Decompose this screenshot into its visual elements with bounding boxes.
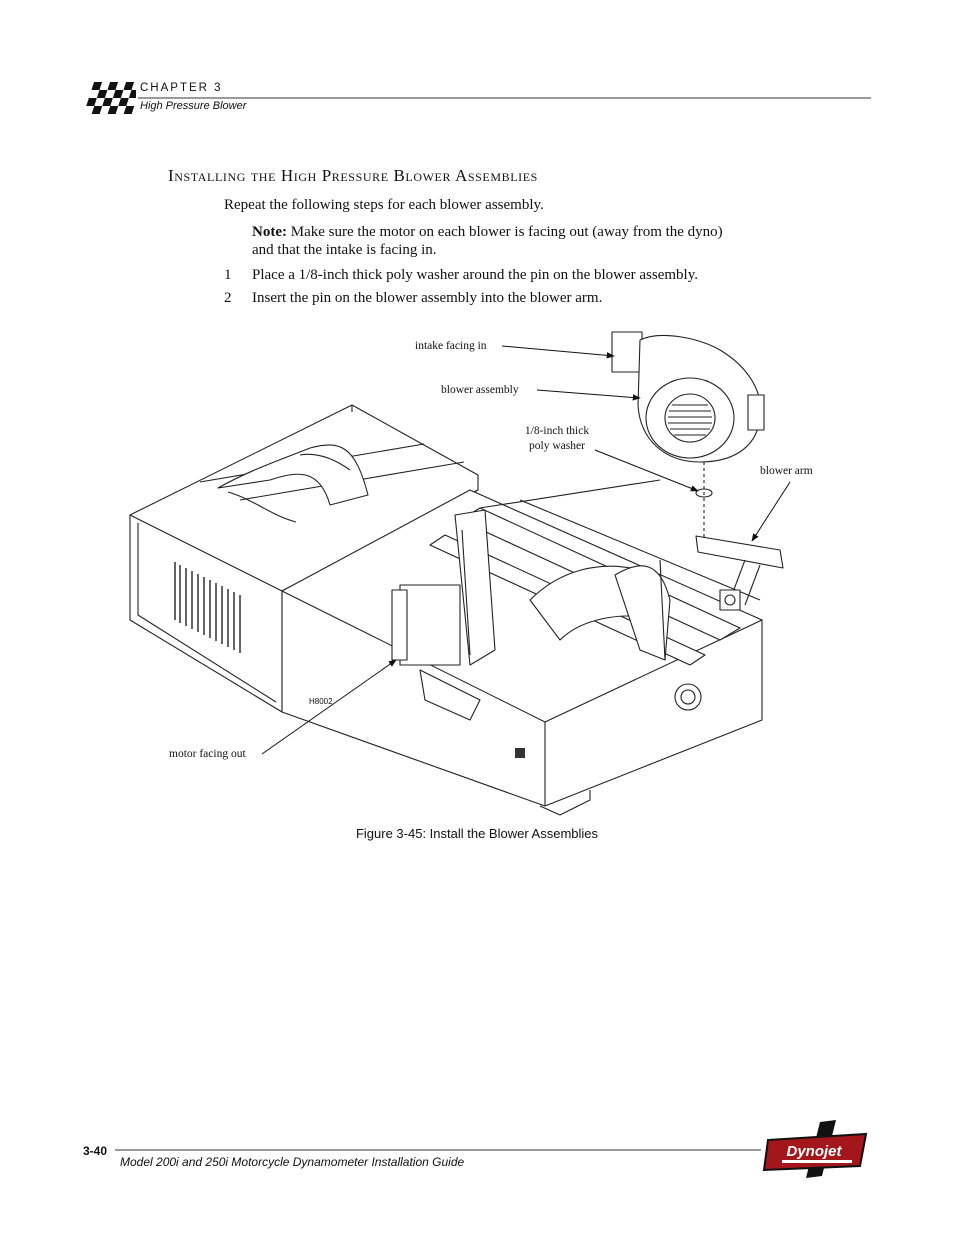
drawing-id: H8002 — [309, 697, 333, 706]
header-divider — [138, 97, 871, 99]
dynojet-logo-icon: Dynojet — [762, 1120, 868, 1178]
section-title: Installing the High Pressure Blower Asse… — [168, 166, 538, 185]
note-text-line-1: Make sure the motor on each blower is fa… — [286, 224, 723, 240]
label-intake-facing-in: intake facing in — [415, 340, 487, 352]
label-poly-washer-line-1: 1/8-inch thick — [524, 425, 590, 437]
label-poly-washer-line-2: poly washer — [529, 440, 585, 452]
note-label: Note: — [252, 224, 287, 240]
chapter-title: High Pressure Blower — [140, 100, 247, 112]
note-paragraph: Note: Make sure the motor on each blower… — [252, 223, 812, 259]
page-number: 3-40 — [83, 1144, 108, 1158]
document-title: Model 200i and 250i Motorcycle Dynamomet… — [120, 1155, 465, 1169]
figure-caption: Figure 3-45: Install the Blower Assembli… — [355, 826, 599, 841]
label-motor-facing-out: motor facing out — [169, 748, 246, 760]
checkered-flag-icon — [83, 82, 136, 114]
note-text-line-2: and that the intake is facing in. — [252, 242, 437, 258]
step-number: 2 — [224, 290, 232, 306]
label-blower-arm: blower arm — [760, 465, 813, 477]
intro-paragraph: Repeat the following steps for each blow… — [224, 197, 544, 213]
footer-divider — [115, 1149, 761, 1151]
step-text: Place a 1/8-inch thick poly washer aroun… — [252, 267, 698, 283]
dynojet-logo-text: Dynojet — [786, 1143, 842, 1160]
step-text: Insert the pin on the blower assembly in… — [252, 290, 603, 306]
chapter-label: CHAPTER 3 — [140, 82, 223, 94]
label-blower-assembly: blower assembly — [441, 384, 519, 396]
label-poly-washer: 1/8-inch thick poly washer — [502, 424, 612, 454]
step-number: 1 — [224, 267, 232, 283]
